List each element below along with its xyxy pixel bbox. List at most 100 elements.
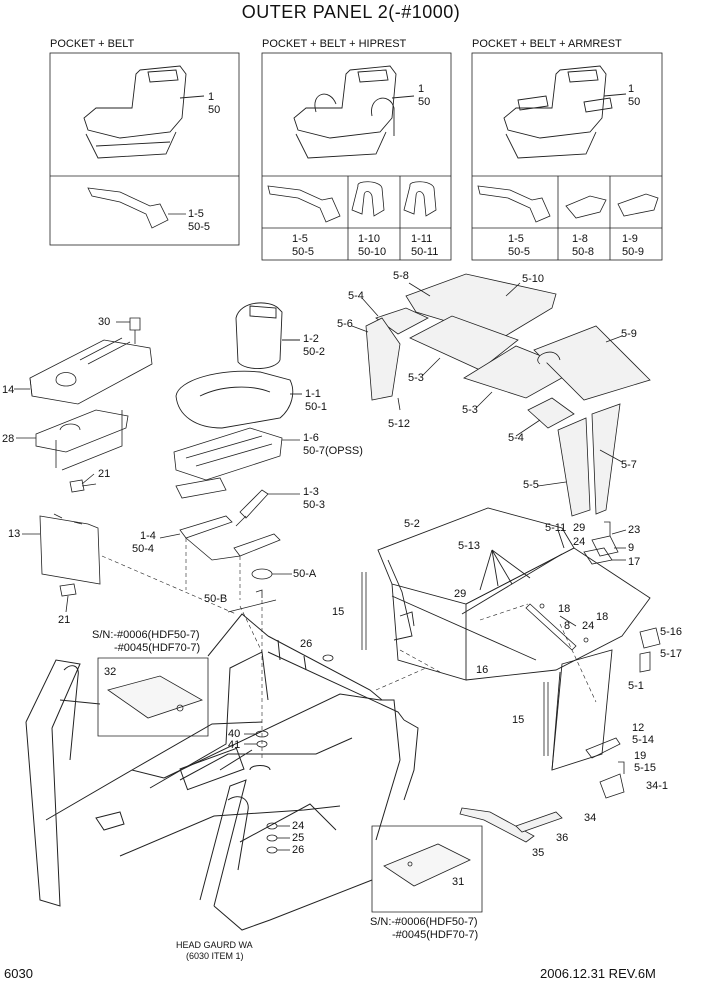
- variant-header-hiprest: POCKET + BELT + HIPREST: [262, 38, 407, 50]
- strips-35-36: [459, 807, 563, 843]
- label-variant2-cell1a: 1-5: [292, 233, 308, 245]
- label-9: 9: [628, 542, 635, 554]
- page-number: 6030: [4, 966, 33, 981]
- label-24b: 24: [582, 620, 595, 632]
- label-variant3-cell1a: 1-5: [508, 233, 524, 245]
- label-29b: 29: [454, 588, 467, 600]
- label-5-5: 5-5: [523, 479, 539, 491]
- label-1-6: 1-6: [303, 432, 319, 444]
- serial-note-bottom-line2: -#0045(HDF70-7): [392, 929, 479, 941]
- label-5-16: 5-16: [660, 626, 683, 638]
- label-5-12: 5-12: [388, 418, 411, 430]
- serial-note-top-line2: -#0045(HDF70-7): [114, 642, 201, 654]
- label-variant3-cell3b: 50-9: [622, 246, 645, 258]
- strip-15: [361, 572, 549, 756]
- label-18b: 18: [596, 611, 609, 623]
- label-17: 17: [628, 556, 641, 568]
- label-24c: 24: [292, 820, 305, 832]
- mat-leaders: [351, 282, 623, 487]
- label-5-6: 5-6: [337, 318, 353, 330]
- label-15b: 15: [512, 714, 525, 726]
- label-5-1: 5-1: [628, 680, 644, 692]
- grommet-50-A: [251, 568, 292, 580]
- label-variant3-cell2a: 1-8: [572, 233, 588, 245]
- serial-box-bottom: [371, 825, 483, 913]
- seat-backrest-1-2: [235, 302, 300, 369]
- plate-13: [22, 513, 101, 585]
- label-variant2-cell2b: 50-10: [358, 246, 387, 258]
- label-variant3-cell2b: 50-8: [572, 246, 595, 258]
- seat-cushion-1-1: [175, 370, 302, 429]
- label-34-1: 34-1: [646, 780, 669, 792]
- label-5-3b: 5-3: [462, 404, 478, 416]
- label-24a: 24: [573, 536, 586, 548]
- label-40: 40: [228, 728, 241, 740]
- variant-box-hiprest: [261, 52, 452, 261]
- bracket-28: [16, 409, 129, 471]
- label-23: 23: [628, 524, 641, 536]
- shock-1-3: [235, 489, 300, 527]
- label-1-2: 1-2: [303, 333, 319, 345]
- label-5-9: 5-9: [621, 328, 637, 340]
- label-50-3: 50-3: [303, 499, 326, 511]
- variant-header-armrest: POCKET + BELT + ARMREST: [472, 38, 622, 50]
- head-guard-note-line1: HEAD GAURD WA: [176, 940, 253, 950]
- label-5-4a: 5-4: [348, 290, 364, 302]
- seat-icon-hiprest: [293, 65, 415, 159]
- label-25: 25: [292, 832, 305, 844]
- label-13: 13: [8, 528, 21, 540]
- head-guard-note-line2: (6030 ITEM 1): [186, 951, 244, 961]
- label-29a: 29: [573, 522, 586, 534]
- label-26b: 26: [292, 844, 305, 856]
- label-5-2: 5-2: [404, 518, 420, 530]
- label-5-4b: 5-4: [508, 432, 524, 444]
- label-16: 16: [476, 664, 489, 676]
- bolt-21a: [69, 473, 97, 493]
- label-1-4: 1-4: [140, 530, 156, 542]
- label-variant2-ref1: 1: [418, 83, 425, 95]
- label-5-13: 5-13: [458, 540, 481, 552]
- label-30: 30: [98, 316, 111, 328]
- label-5-17: 5-17: [660, 648, 683, 660]
- label-variant3-cell3a: 1-9: [622, 233, 638, 245]
- bolt-21b: [59, 583, 77, 613]
- label-41: 41: [228, 739, 241, 751]
- page-title: OUTER PANEL 2(-#1000): [241, 2, 461, 22]
- seat-icon-armrest: [503, 65, 627, 159]
- label-5-8: 5-8: [393, 270, 409, 282]
- label-34: 34: [584, 812, 597, 824]
- label-21a: 21: [98, 468, 111, 480]
- label-12: 12: [632, 722, 645, 734]
- head-guard-frame: [25, 613, 419, 931]
- label-26a: 26: [300, 638, 313, 650]
- label-15a: 15: [332, 606, 345, 618]
- variant-header-belt: POCKET + BELT: [50, 38, 135, 50]
- label-variant1-belt1: 1-5: [188, 208, 204, 220]
- small-parts-40-41-24-25-26: [244, 654, 334, 854]
- label-19: 19: [634, 750, 647, 762]
- label-31: 31: [452, 876, 465, 888]
- label-5-14: 5-14: [632, 734, 655, 746]
- label-variant2-cell1b: 50-5: [292, 246, 315, 258]
- seat-icon-belt: [83, 65, 205, 159]
- label-variant2-cell3b: 50-11: [411, 246, 439, 258]
- label-variant1-belt2: 50-5: [188, 221, 211, 233]
- serial-note-top-line1: S/N:-#0006(HDF50-7): [92, 629, 200, 641]
- bolt-30: [116, 317, 141, 344]
- label-50-1: 50-1: [305, 401, 328, 413]
- dashed-leaders: [101, 538, 597, 760]
- label-14: 14: [2, 384, 15, 396]
- rod-50-B: [227, 589, 277, 613]
- label-1-1: 1-1: [305, 388, 321, 400]
- variant-box-belt: [49, 52, 240, 246]
- label-50-2: 50-2: [303, 346, 326, 358]
- latch-parts: [525, 521, 661, 799]
- label-variant3-cell1b: 50-5: [508, 246, 531, 258]
- revision-stamp: 2006.12.31 REV.6M: [540, 966, 656, 981]
- label-5-7: 5-7: [621, 459, 637, 471]
- label-5-10: 5-10: [522, 273, 545, 285]
- serial-box-top: [97, 657, 209, 737]
- label-50-A: 50-A: [293, 568, 317, 580]
- label-variant3-ref2: 50: [628, 96, 641, 108]
